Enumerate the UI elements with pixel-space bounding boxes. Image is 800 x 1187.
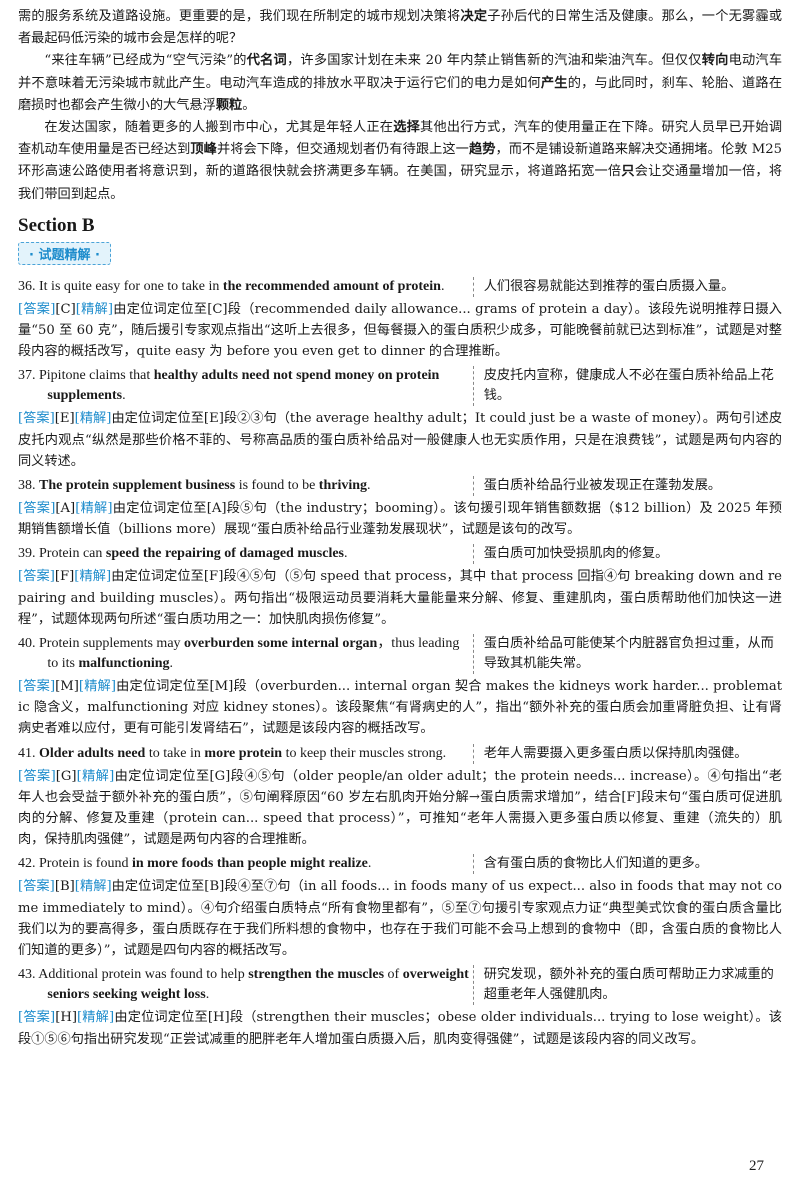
translation-paragraph-2: “来往车辆”已经成为“空气污染”的代名词，许多国家计划在未来 20 年内禁止销售… bbox=[18, 53, 783, 113]
page-number: 27 bbox=[749, 1158, 764, 1174]
answer-38: [答案][A][精解]由定位词定位至[A]段⑤句（the industry；bo… bbox=[18, 501, 782, 538]
question-translation: 研究发现，额外补充的蛋白质可帮助正力求减重的超重老年人强健肌肉。 bbox=[472, 965, 782, 1006]
question-37: 37. Pipitone claims that healthy adults … bbox=[18, 366, 782, 407]
translation-paragraph-3: 在发达国家，随着更多的人搬到市中心，尤其是年轻人正在选择其他出行方式，汽车的使用… bbox=[18, 120, 783, 202]
question-text: 43. Additional protein was found to help… bbox=[18, 967, 469, 1003]
page-content: 需的服务系统及道路设施。更重要的是，我们现在所制定的城市规划决策将决定子孙后代的… bbox=[18, 6, 782, 1050]
translation-paragraph-1: 需的服务系统及道路设施。更重要的是，我们现在所制定的城市规划决策将决定子孙后代的… bbox=[18, 9, 783, 47]
question-38: 38. The protein supplement business is f… bbox=[18, 476, 782, 497]
answer-40: [答案][M][精解]由定位词定位至[M]段（overburden... int… bbox=[18, 679, 782, 737]
question-40: 40. Protein supplements may overburden s… bbox=[18, 634, 782, 675]
question-translation: 蛋白质补给品行业被发现正在蓬勃发展。 bbox=[472, 476, 782, 497]
question-41: 41. Older adults need to take in more pr… bbox=[18, 743, 782, 764]
question-translation: 老年人需要摄入更多蛋白质以保持肌肉强健。 bbox=[472, 743, 782, 764]
answer-43: [答案][H][精解]由定位词定位至[H]段（strengthen their … bbox=[18, 1010, 782, 1047]
answer-37: [答案][E][精解]由定位词定位至[E]段②③句（the average he… bbox=[18, 411, 783, 469]
question-translation: 皮皮托内宣称，健康成人不必在蛋白质补给品上花钱。 bbox=[472, 366, 782, 407]
question-text: 36. It is quite easy for one to take in … bbox=[18, 278, 445, 294]
answer-42: [答案][B][精解]由定位词定位至[B]段④至⑦句（in all foods.… bbox=[18, 879, 782, 959]
question-42: 42. Protein is found in more foods than … bbox=[18, 854, 782, 875]
question-text: 38. The protein supplement business is f… bbox=[18, 478, 371, 494]
question-text: 40. Protein supplements may overburden s… bbox=[18, 636, 460, 672]
answer-41: [答案][G][精解]由定位词定位至[G]段④⑤句（older people/a… bbox=[18, 768, 783, 848]
question-43: 43. Additional protein was found to help… bbox=[18, 965, 782, 1006]
question-text: 39. Protein can speed the repairing of d… bbox=[18, 546, 348, 562]
question-text: 37. Pipitone claims that healthy adults … bbox=[18, 368, 440, 404]
question-text: 42. Protein is found in more foods than … bbox=[18, 856, 372, 872]
question-translation: 蛋白质可加快受损肌肉的修复。 bbox=[472, 544, 782, 565]
answer-36: [答案][C][精解]由定位词定位至[C]段（recommended daily… bbox=[18, 301, 782, 360]
answer-39: [答案][F][精解]由定位词定位至[F]段④⑤句（⑤句 speed that … bbox=[18, 569, 782, 627]
question-39: 39. Protein can speed the repairing of d… bbox=[18, 544, 782, 565]
section-title: Section B bbox=[18, 214, 95, 236]
question-translation: 含有蛋白质的食物比人们知道的更多。 bbox=[472, 854, 782, 875]
question-text: 41. Older adults need to take in more pr… bbox=[18, 745, 447, 761]
question-36: 36. It is quite easy for one to take in … bbox=[18, 276, 782, 297]
question-translation: 蛋白质补给品可能使某个内脏器官负担过重，从而导致其机能失常。 bbox=[472, 634, 782, 675]
passage-translation: 需的服务系统及道路设施。更重要的是，我们现在所制定的城市规划决策将决定子孙后代的… bbox=[18, 6, 782, 206]
section-tag: · 试题精解 · bbox=[18, 241, 111, 265]
question-translation: 人们很容易就能达到推荐的蛋白质摄入量。 bbox=[472, 276, 782, 297]
